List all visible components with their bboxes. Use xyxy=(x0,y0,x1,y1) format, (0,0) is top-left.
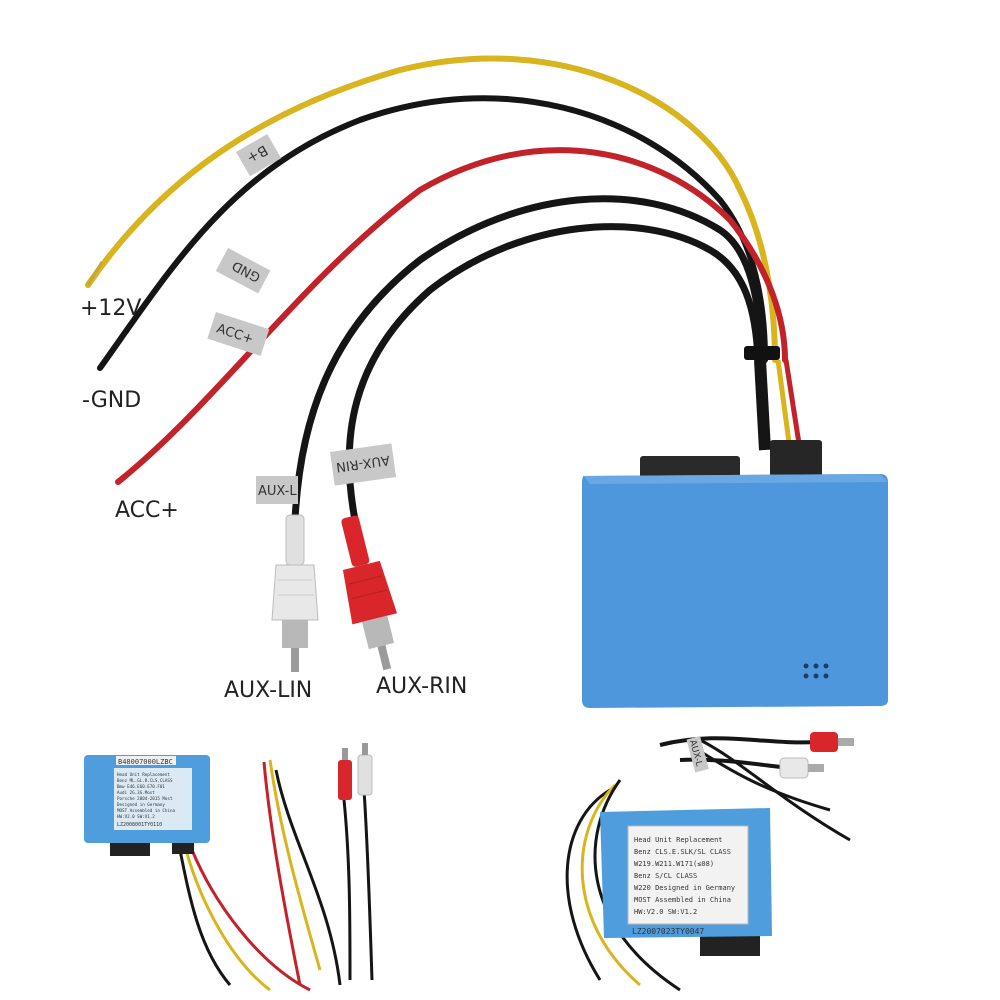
wire-aux-left xyxy=(291,195,766,524)
wire-aux-right xyxy=(345,223,762,524)
right-label-line: Head Unit Replacement xyxy=(634,836,723,844)
wire-black-gnd xyxy=(97,95,768,371)
right-label-line: Benz CLS.E.SLK/SL CLASS xyxy=(634,848,731,856)
right-label-line: W219.W211.W171(≤08) xyxy=(634,860,714,868)
wire-red-acc xyxy=(115,147,788,485)
tag-aux-rin-text: AUX-RIN xyxy=(335,452,391,474)
callout-acc: ACC+ xyxy=(115,498,179,523)
left-label-line: Audi 2G.3G.Most xyxy=(117,790,155,795)
tag-gnd: GND xyxy=(215,247,271,294)
interface-module xyxy=(582,474,888,708)
right-thumbnail: AUX-L Head Unit Replacement Benz CLS.E.S… xyxy=(565,732,854,992)
power-connector xyxy=(770,440,822,480)
left-label-line: Porsche 2004-2015 Most xyxy=(117,796,173,801)
right-label-line: HW:V2.0 SW:V1.2 xyxy=(634,908,697,916)
right-label-line: MOST Assembled in China xyxy=(634,896,731,904)
most-connector xyxy=(640,456,740,480)
left-label-line: MOST Assembled in China xyxy=(117,808,175,813)
left-label-line: Benz ML.GL.R.CLS.CLASS xyxy=(117,778,173,783)
tag-aux-l-text: AUX-L xyxy=(258,484,297,499)
left-thumbnail: B48007000LZBC Head Unit Replacement Benz… xyxy=(84,743,374,992)
left-label-line: Head Unit Replacement xyxy=(117,772,170,777)
left-label-line: Bmw E46.E60.E70.F01 xyxy=(117,784,165,789)
right-label-line: Benz S/CL CLASS xyxy=(634,872,697,880)
callout-aux-rin: AUX-RIN xyxy=(376,674,468,699)
rca-plug-red xyxy=(341,515,397,671)
callout-gnd: -GND xyxy=(82,388,142,413)
left-label-line: LZ2008001TY0110 xyxy=(117,822,162,828)
callout-12v: +12V xyxy=(80,296,142,321)
tag-acc: ACC+ xyxy=(207,312,270,356)
right-serial: LZ2007023TY0047 xyxy=(632,927,704,936)
callout-aux-lin: AUX-LIN xyxy=(224,678,313,703)
left-label-code: B48007000LZBC xyxy=(118,758,173,766)
tag-aux-l: AUX-L xyxy=(256,476,298,504)
wire-yellow-12v xyxy=(85,55,778,363)
tag-b-plus: B+ xyxy=(236,134,282,177)
main-harness: B+ GND ACC+ AUX-L AUX-RIN xyxy=(85,55,888,708)
tag-aux-rin: AUX-RIN xyxy=(330,443,397,486)
right-label-line: W220 Designed in Germany xyxy=(634,884,735,892)
left-label-line: Designed in Germany xyxy=(117,802,165,807)
module-vent xyxy=(803,663,829,679)
left-label-line: HW:V2.0 SW:V1.2 xyxy=(117,814,155,819)
rca-plug-white xyxy=(271,514,319,672)
